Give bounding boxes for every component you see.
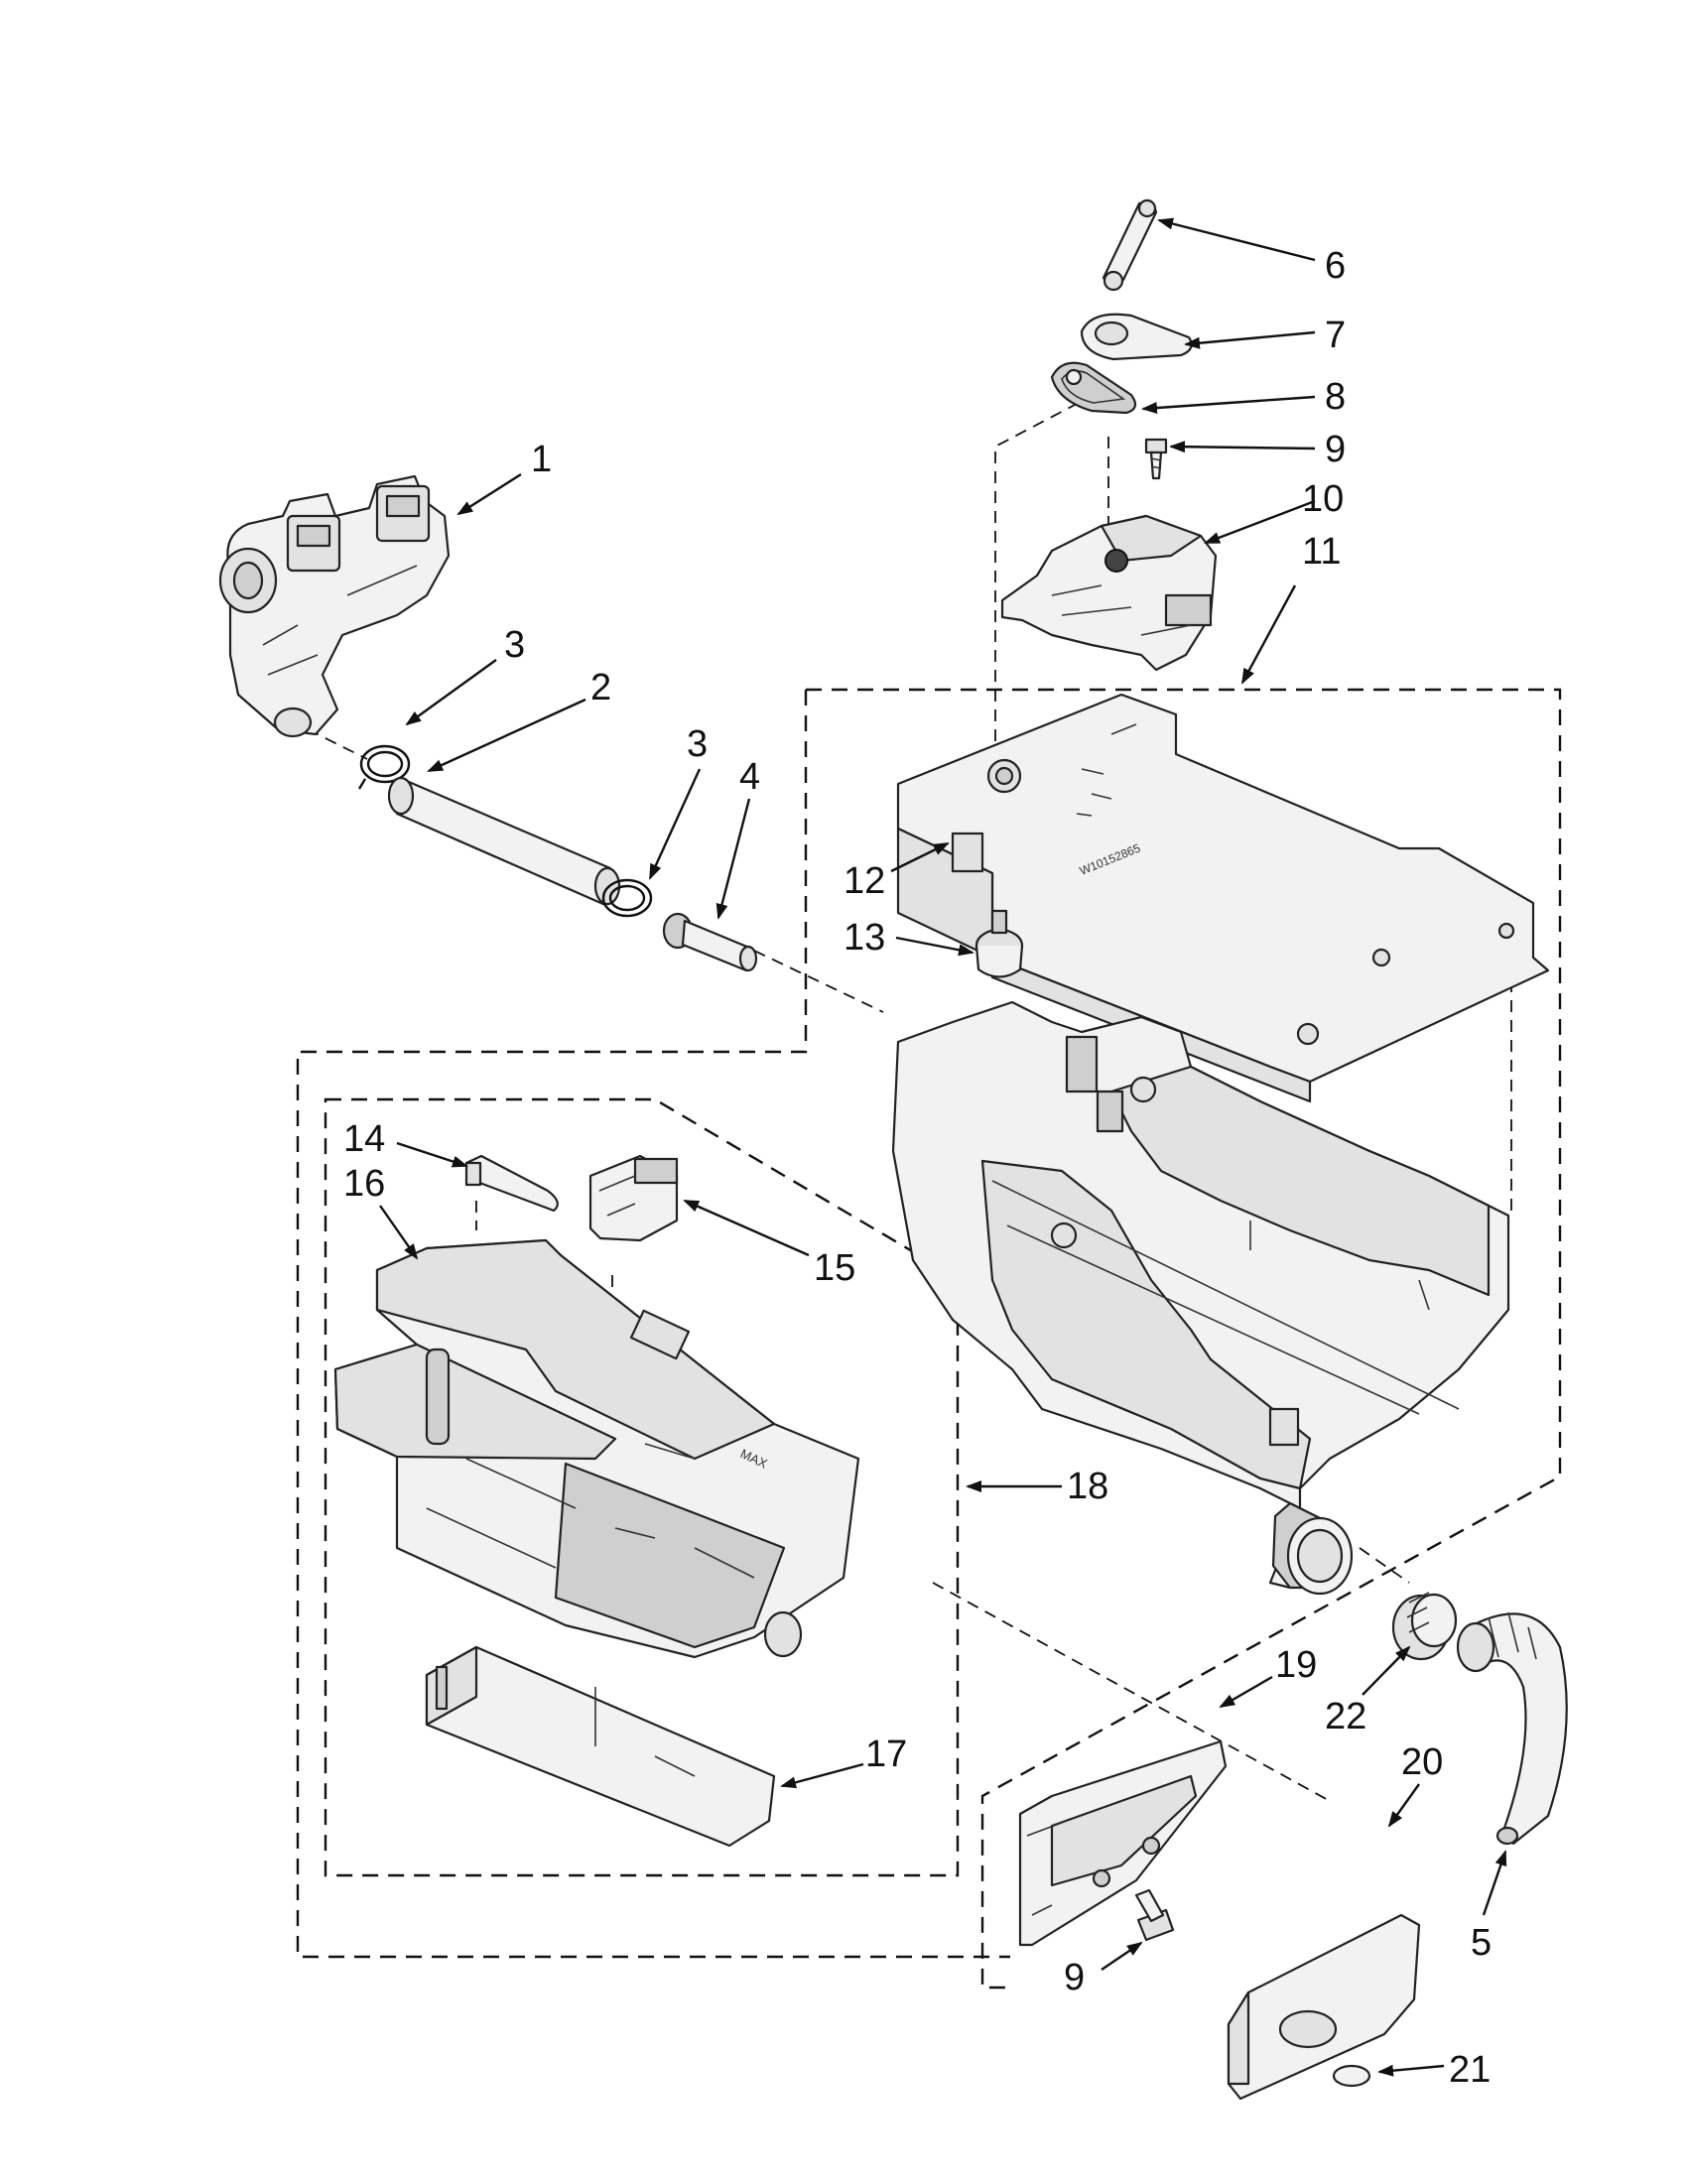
callout-21: 21 (1449, 2049, 1491, 2091)
siphon-part (464, 1154, 559, 1213)
leader-3b (648, 768, 702, 880)
centerline-valve-hose (307, 728, 368, 760)
clamp-right-part (601, 878, 653, 918)
leader-7 (1184, 330, 1316, 349)
leader-16 (379, 1205, 419, 1260)
callout-1: 1 (531, 439, 552, 480)
callout-2: 2 (590, 667, 611, 708)
callout-16: 16 (343, 1163, 385, 1205)
link-part (1102, 198, 1158, 292)
inlet-valve-part (218, 474, 451, 738)
callout-9b: 9 (1064, 1957, 1085, 1998)
callout-10: 10 (1302, 478, 1344, 520)
leader-3a (405, 659, 497, 726)
leader-5 (1482, 1850, 1507, 1916)
callout-8: 8 (1325, 376, 1346, 418)
dispenser-housing-part (891, 1000, 1510, 1596)
drawer-part: MAX (333, 1238, 860, 1659)
callout-19: 19 (1275, 1644, 1317, 1686)
leader-2 (427, 698, 586, 773)
gasket-part (1050, 361, 1137, 415)
callout-13: 13 (844, 917, 885, 959)
callout-7: 7 (1325, 315, 1346, 356)
assembly-11-boundary-left (296, 690, 1010, 1959)
callout-20: 20 (1401, 1741, 1443, 1783)
callout-3a: 3 (504, 624, 525, 666)
leader-9a (1169, 441, 1316, 453)
leader-14 (396, 1141, 468, 1168)
cup-part (588, 1154, 679, 1242)
callout-14: 14 (343, 1118, 385, 1160)
hose-part (387, 776, 621, 907)
centerline-drawer-bracket (932, 1582, 1331, 1802)
assembly-11-boundary (806, 688, 1562, 1990)
leader-12 (890, 841, 950, 873)
screw-top-part (1144, 438, 1168, 480)
leader-11 (1240, 584, 1297, 685)
leader-22 (1362, 1645, 1411, 1696)
assembly-18-boundary (324, 1097, 960, 1877)
leader-4 (715, 798, 751, 920)
leader-8 (1141, 395, 1316, 415)
leader-15 (683, 1199, 810, 1257)
callout-3b: 3 (687, 723, 708, 765)
callout-12: 12 (844, 860, 885, 902)
bracket-part (1018, 1739, 1228, 1947)
connector-part (662, 912, 758, 972)
valve-cap-part (974, 909, 1024, 978)
cam-part (1080, 313, 1193, 361)
callout-15: 15 (814, 1247, 855, 1289)
outlet-hose-part (1456, 1611, 1568, 1846)
drawer-front-part (425, 1645, 776, 1848)
actuator-part (1000, 514, 1218, 672)
handle-part (1227, 1913, 1421, 2101)
leader-21 (1377, 2064, 1445, 2077)
callout-17: 17 (865, 1734, 907, 1775)
leader-17 (780, 1762, 864, 1789)
insert-part (1332, 2064, 1371, 2088)
leader-20 (1387, 1783, 1420, 1828)
screw-bottom-part (1134, 1888, 1175, 1942)
leader-1 (456, 472, 522, 516)
centerline-outlet-grommet (1359, 1547, 1410, 1584)
callout-22: 22 (1325, 1696, 1366, 1737)
callout-4: 4 (739, 756, 760, 798)
callout-18: 18 (1067, 1466, 1108, 1507)
callout-9a: 9 (1325, 429, 1346, 470)
centerline-hose-housing (753, 950, 884, 1013)
clamp-left-part (357, 744, 411, 790)
leader-9b (1101, 1941, 1143, 1971)
cover-part (951, 832, 984, 873)
leader-10 (1204, 499, 1316, 545)
callout-5: 5 (1471, 1922, 1492, 1964)
leader-13 (895, 936, 974, 957)
callout-11: 11 (1302, 531, 1341, 573)
callout-6: 6 (1325, 245, 1346, 287)
leader-6 (1157, 217, 1316, 262)
grommet-part (1391, 1592, 1458, 1661)
leader-19 (1219, 1675, 1273, 1709)
